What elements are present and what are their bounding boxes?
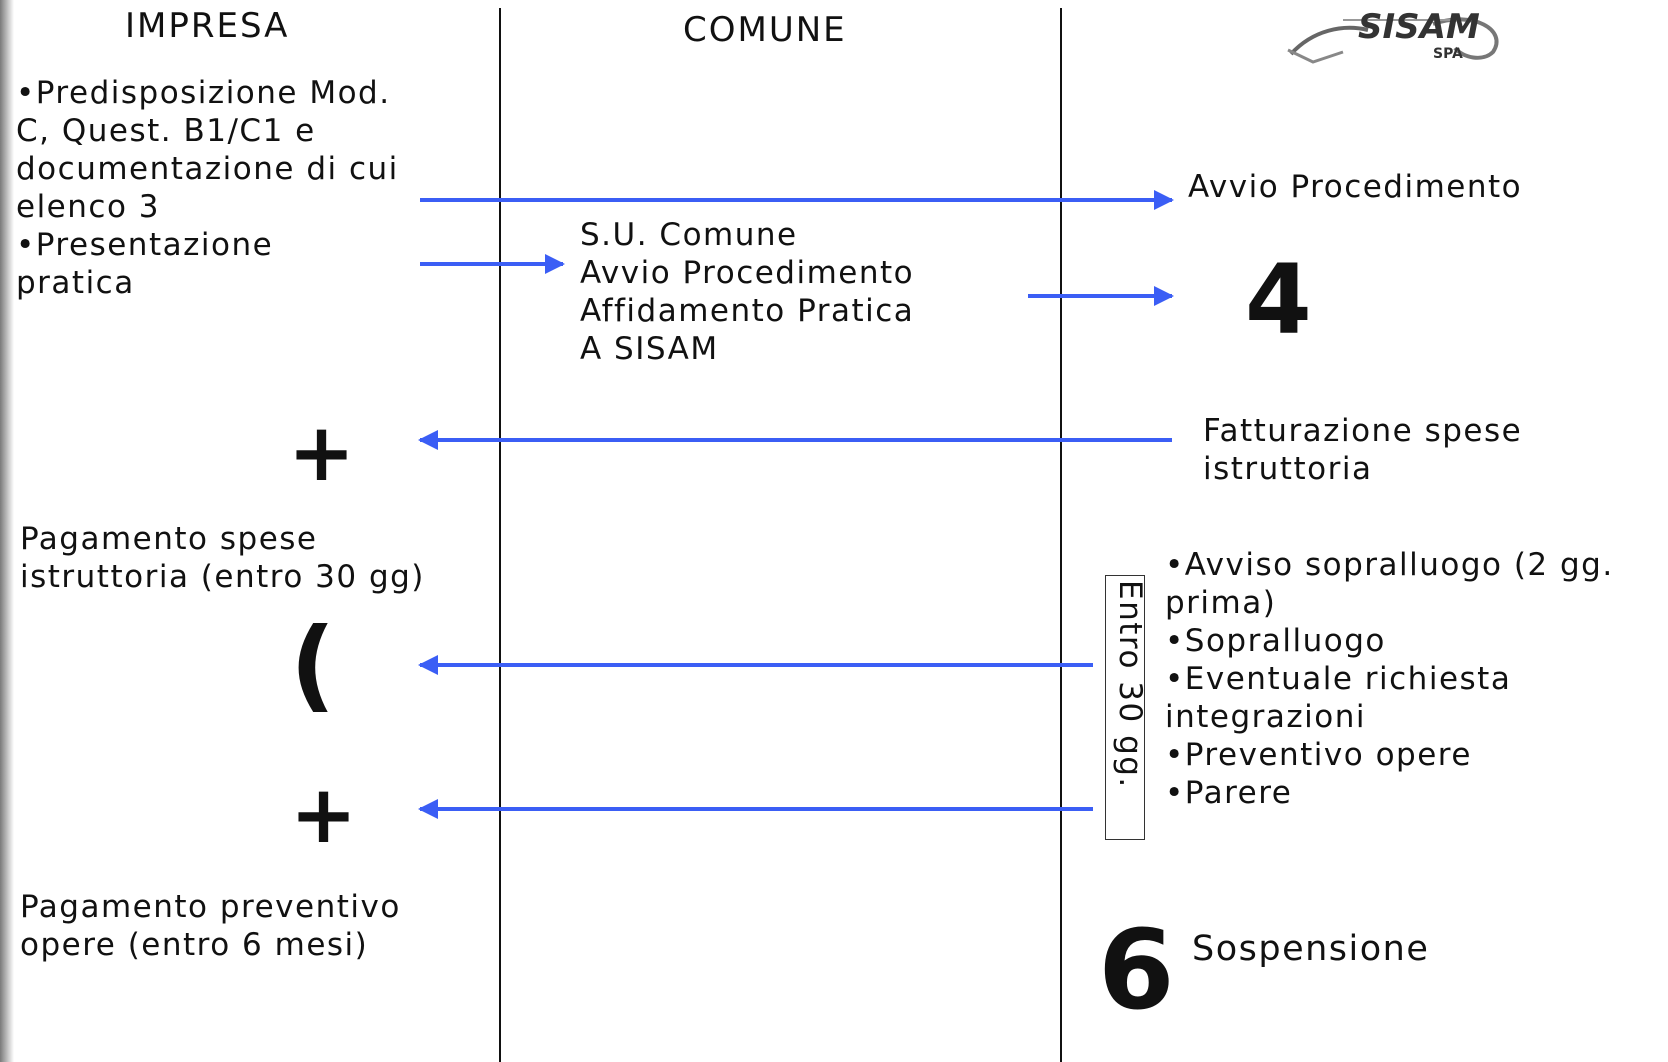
column-divider-1: [499, 8, 501, 1062]
impresa-step-line: documentazione di cui: [16, 151, 399, 187]
impresa-step-line: •Predisposizione Mod.: [16, 75, 391, 111]
comune-step-line: A SISAM: [580, 331, 719, 367]
symbol-plus-1: +: [288, 406, 356, 499]
sisam-invoice-line: Fatturazione spese: [1203, 413, 1523, 449]
impresa-step-line: C, Quest. B1/C1 e: [16, 113, 316, 149]
sisam-activity-line: •Parere: [1165, 775, 1293, 811]
sisam-start-label: Avvio Procedimento: [1188, 169, 1523, 205]
symbol-plus-2: +: [290, 768, 358, 861]
payment-works-line: opere (entro 6 mesi): [20, 927, 369, 963]
column-header-comune: COMUNE: [683, 10, 847, 50]
impresa-step-line: pratica: [16, 265, 135, 301]
column-header-impresa: IMPRESA: [125, 6, 290, 46]
impresa-step-line: •Presentazione: [16, 227, 274, 263]
deadline-label: Entro 30 gg.: [1112, 580, 1145, 789]
svg-text:SISAM: SISAM: [1358, 7, 1480, 47]
slide-edge-shadow: [0, 0, 14, 1062]
column-divider-2: [1060, 8, 1062, 1062]
payment-fees-line: istruttoria (entro 30 gg): [20, 559, 425, 595]
comune-step-line: S.U. Comune: [580, 217, 798, 253]
suspension-label: Sospensione: [1192, 929, 1430, 969]
symbol-paren: (: [290, 606, 336, 723]
number-four: 4: [1245, 244, 1312, 356]
deadline-box: Entro 30 gg.: [1105, 575, 1145, 840]
sisam-activity-line: •Eventuale richiesta: [1165, 661, 1512, 697]
sisam-invoice-line: istruttoria: [1203, 451, 1373, 487]
impresa-step-line: elenco 3: [16, 189, 160, 225]
sisam-logo: SISAM SPA: [1283, 0, 1513, 68]
comune-step-line: Avvio Procedimento: [580, 255, 915, 291]
sisam-activity-line: •Sopralluogo: [1165, 623, 1386, 659]
number-six: 6: [1098, 906, 1175, 1034]
payment-works-line: Pagamento preventivo: [20, 889, 401, 925]
sisam-activity-line: prima): [1165, 585, 1277, 621]
sisam-activity-line: •Avviso sopralluogo (2 gg.: [1165, 547, 1614, 583]
sisam-activity-line: •Preventivo opere: [1165, 737, 1472, 773]
payment-fees-line: Pagamento spese: [20, 521, 318, 557]
svg-text:SPA: SPA: [1433, 46, 1463, 62]
sisam-activity-line: integrazioni: [1165, 699, 1367, 735]
comune-step-line: Affidamento Pratica: [580, 293, 915, 329]
